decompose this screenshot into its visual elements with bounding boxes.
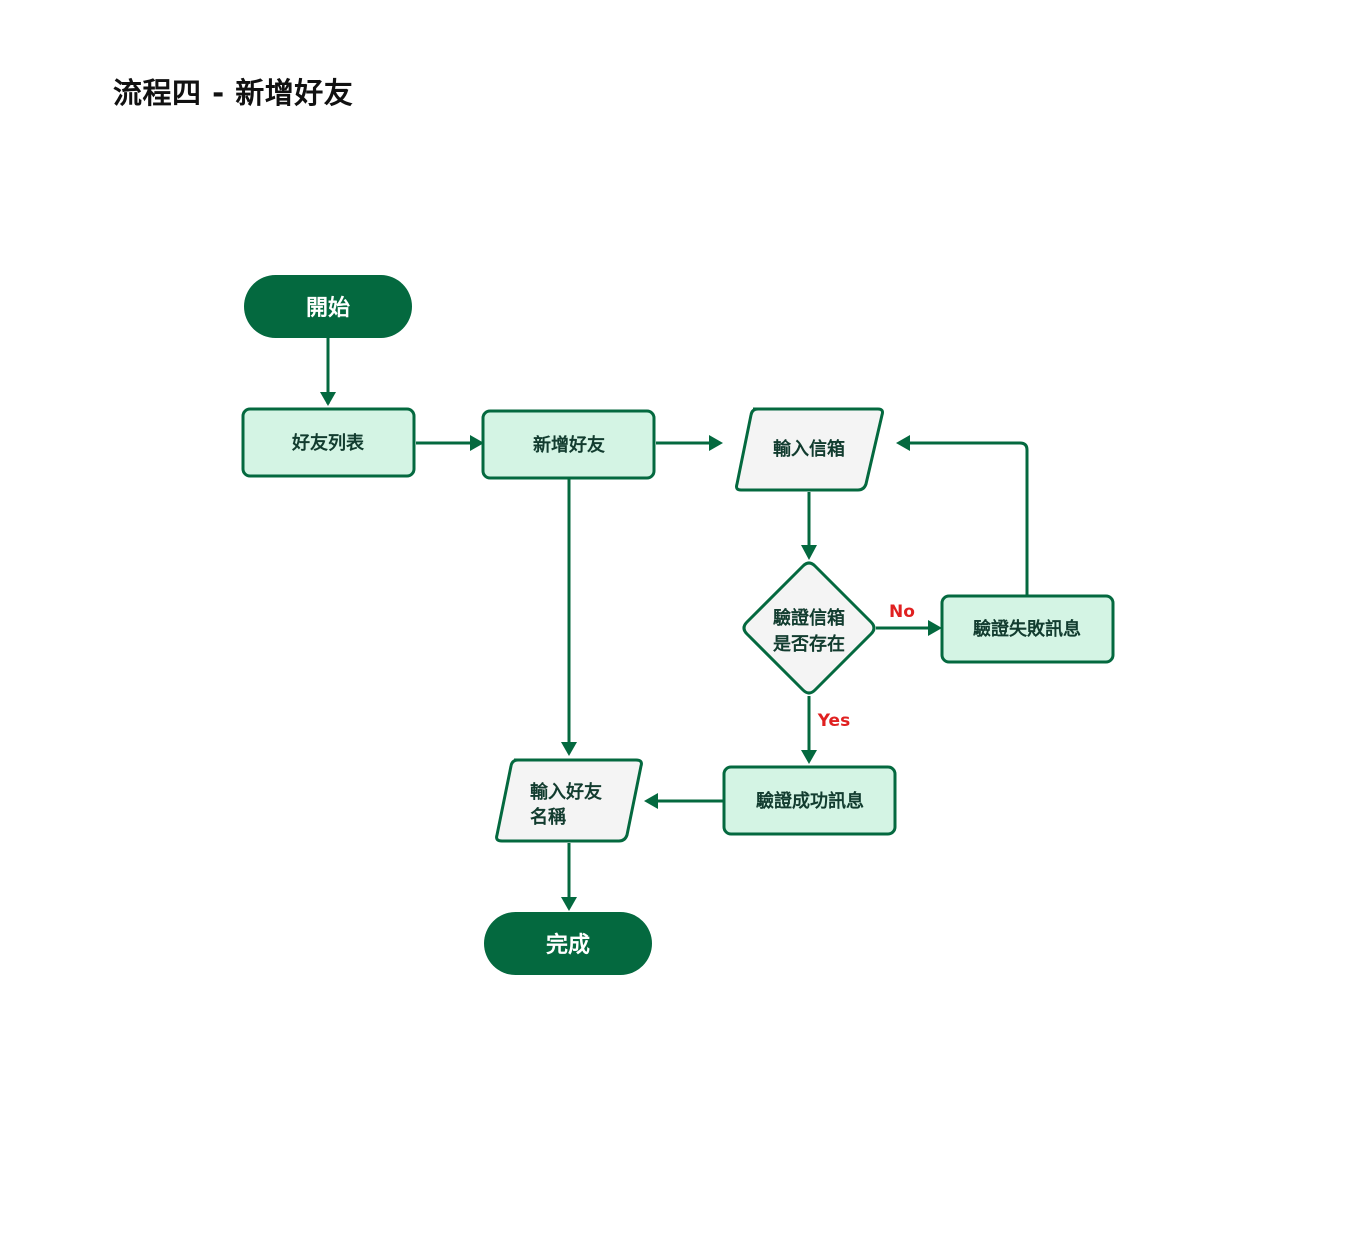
node-friend-list[interactable]: 好友列表 [241,407,416,478]
node-add-friend-label: 新增好友 [533,434,605,456]
node-start[interactable]: 開始 [244,275,412,338]
node-verify-email[interactable]: 驗證信箱 是否存在 [742,561,876,695]
arrow-email-to-verify [801,545,817,560]
edge-no-label: No [889,602,915,622]
node-done[interactable]: 完成 [484,912,652,975]
node-input-email[interactable]: 輸入信箱 [735,407,884,492]
arrow-add-to-name [561,742,577,756]
node-input-email-label: 輸入信箱 [773,438,845,460]
arrow-start-to-list [320,392,336,406]
edge-yes-label: Yes [817,711,850,731]
node-start-label: 開始 [306,295,350,321]
node-success-msg[interactable]: 驗證成功訊息 [722,765,897,836]
node-success-msg-label: 驗證成功訊息 [756,790,864,812]
node-verify-email-label-1: 驗證信箱 [773,607,845,629]
arrow-name-to-done [561,897,577,911]
arrow-verify-yes [801,750,817,764]
arrow-fail-loop [896,435,910,451]
arrow-verify-no [928,620,942,636]
edge-fail-loop [908,441,1029,595]
arrow-list-to-add [470,435,484,451]
node-input-name-label-1: 輸入好友 [530,781,602,803]
node-input-name[interactable]: 輸入好友 名稱 [495,758,643,843]
node-done-label: 完成 [546,932,590,958]
node-verify-email-label-2: 是否存在 [772,633,845,655]
node-friend-list-label: 好友列表 [291,432,365,454]
arrow-success-to-name [644,793,658,809]
node-input-name-label-2: 名稱 [530,806,566,828]
page-title: 流程四 - 新增好友 [113,76,354,110]
node-add-friend[interactable]: 新增好友 [481,409,656,480]
node-fail-msg-label: 驗證失敗訊息 [973,618,1081,640]
node-fail-msg[interactable]: 驗證失敗訊息 [940,594,1115,664]
arrow-add-to-email [709,435,723,451]
